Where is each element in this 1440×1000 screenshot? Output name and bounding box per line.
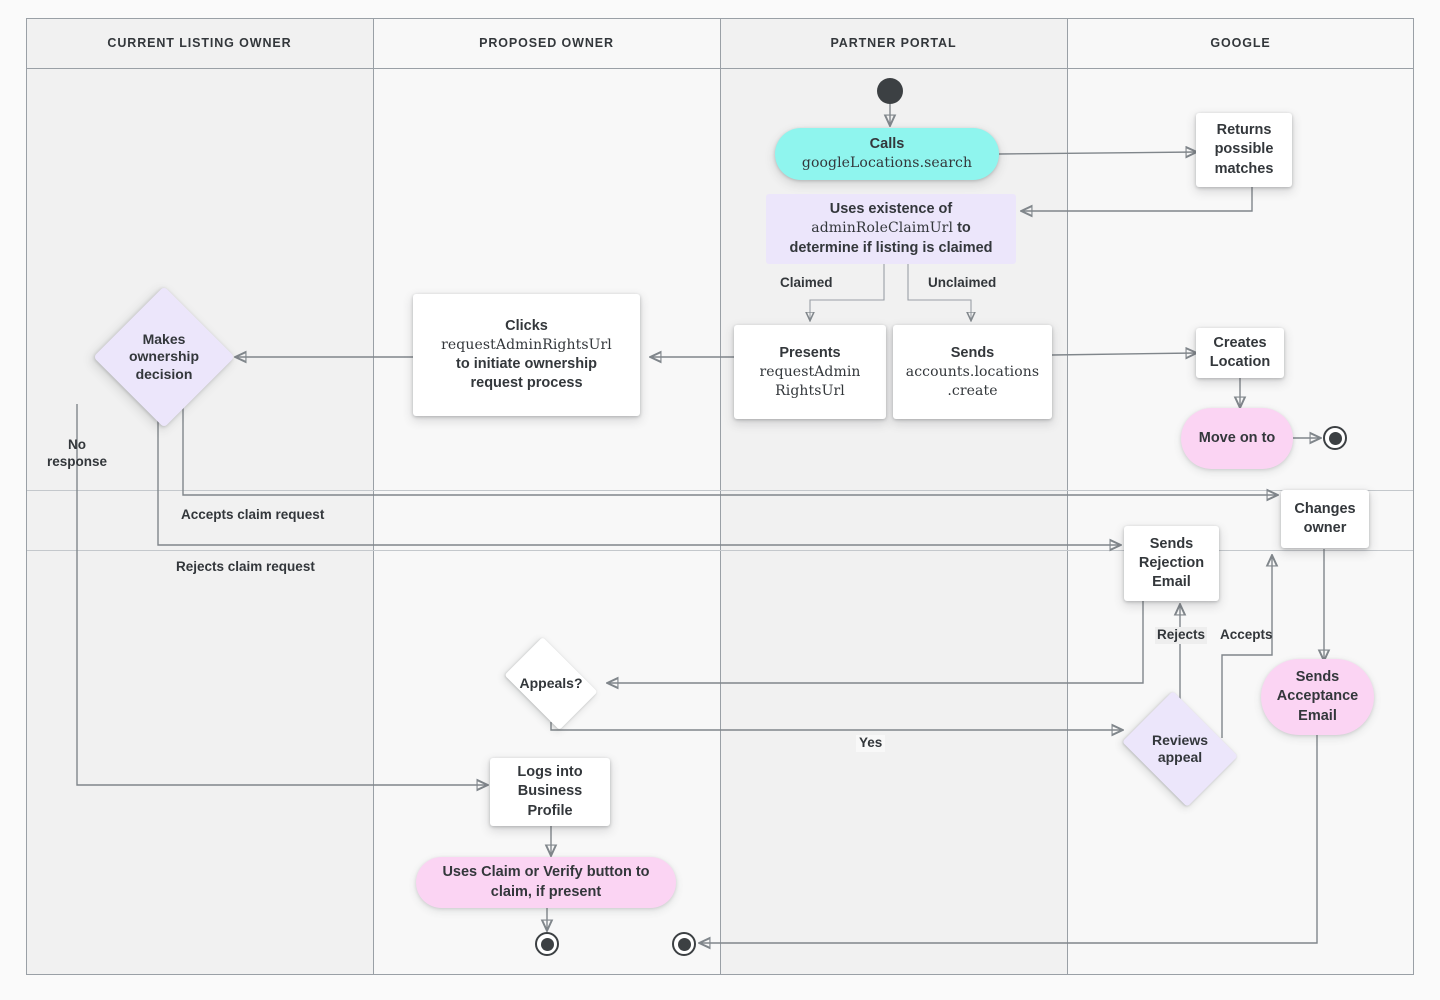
lane-current-listing-owner <box>26 18 373 975</box>
node-line-2: googleLocations.search <box>801 155 973 172</box>
node-uses-existence-adminroleclaimurl[interactable]: Uses existence of adminRoleClaimUrl to d… <box>766 194 1016 264</box>
node-uses-claim-or-verify-button[interactable]: Uses Claim or Verify button to claim, if… <box>416 857 676 908</box>
node-move-on-to[interactable]: Move on to <box>1181 408 1293 469</box>
node-clicks-requestadminrightsurl[interactable]: Clicks requestAdminRightsUrl to initiate… <box>413 294 640 416</box>
edge-label-no-response: No response <box>46 437 108 469</box>
lane-divider-3 <box>1067 18 1068 975</box>
lane-divider-2 <box>720 18 721 975</box>
lane-label: PARTNER PORTAL <box>830 36 957 50</box>
edge-label-accepts: Accepts <box>1220 627 1273 642</box>
node-makes-ownership-decision[interactable]: Makes ownership decision <box>93 286 235 428</box>
edge-label-rejects-claim-request: Rejects claim request <box>176 559 315 574</box>
lane-header-google: GOOGLE <box>1067 18 1414 68</box>
node-line-2: requestAdminRightsUrl <box>441 337 612 354</box>
lane-label: CURRENT LISTING OWNER <box>107 36 292 50</box>
row-divider-2 <box>26 550 1414 551</box>
node-line-3: to initiate ownership <box>456 355 597 372</box>
lane-header-divider <box>26 68 1414 69</box>
node-label: Sends Acceptance Email <box>1276 669 1359 724</box>
node-label: Logs into Business Profile <box>517 764 583 819</box>
node-changes-owner[interactable]: Changes owner <box>1281 490 1369 548</box>
node-line-1: Uses existence of <box>829 201 953 218</box>
node-label: Changes owner <box>1294 500 1356 536</box>
end-dot-icon <box>535 932 559 956</box>
node-line-4: request process <box>470 374 583 391</box>
lane-header-partner-portal: PARTNER PORTAL <box>720 18 1067 68</box>
node-line-1: Presents <box>779 344 841 361</box>
start-dot-icon <box>877 78 903 104</box>
node-sends-accounts-locations-create[interactable]: Sends accounts.locations .create <box>893 325 1052 419</box>
node-calls-googlelocations-search[interactable]: Calls googleLocations.search <box>775 128 999 180</box>
lane-label: GOOGLE <box>1210 36 1271 50</box>
row-divider-1 <box>26 490 1414 491</box>
edge-label-yes: Yes <box>856 735 886 752</box>
edge-label-unclaimed: Unclaimed <box>928 275 997 290</box>
node-label: Makes ownership decision <box>128 330 199 382</box>
end-dot-icon <box>1323 426 1347 450</box>
node-label: Creates Location <box>1209 334 1271 370</box>
node-line-1: Sends <box>950 344 995 361</box>
node-sends-rejection-email[interactable]: Sends Rejection Email <box>1124 526 1219 601</box>
start-node-partner-portal <box>877 78 903 104</box>
end-node-partner-portal <box>672 932 696 956</box>
end-dot-icon <box>672 932 696 956</box>
node-line-2-wrap: adminRoleClaimUrl to <box>789 219 992 238</box>
node-line-4: determine if listing is claimed <box>789 239 993 256</box>
end-node-google <box>1323 426 1347 450</box>
node-line-1: Calls <box>869 136 905 153</box>
node-line-3: RightsUrl <box>775 382 845 399</box>
node-line-2: adminRoleClaimUrl <box>811 220 954 237</box>
lane-header-current-listing-owner: CURRENT LISTING OWNER <box>26 18 373 68</box>
node-line-2: requestAdmin <box>759 364 861 381</box>
end-node-proposed-owner <box>535 932 559 956</box>
node-line-1: Clicks <box>505 317 548 334</box>
node-sends-acceptance-email[interactable]: Sends Acceptance Email <box>1261 659 1374 735</box>
node-label: Move on to <box>1198 429 1276 446</box>
node-presents-requestadminrightsurl[interactable]: Presents requestAdmin RightsUrl <box>734 325 886 419</box>
node-line-2: accounts.locations <box>905 364 1040 381</box>
node-label: Returns possible matches <box>1214 122 1274 177</box>
node-reviews-appeal[interactable]: Reviews appeal <box>1121 691 1239 807</box>
lane-label: PROPOSED OWNER <box>479 36 614 50</box>
edge-label-claimed: Claimed <box>780 275 833 290</box>
node-line-3: .create <box>947 382 998 399</box>
lane-proposed-owner <box>373 18 720 975</box>
node-appeals-decision[interactable]: Appeals? <box>497 636 605 731</box>
node-label: Uses Claim or Verify button to claim, if… <box>442 864 650 900</box>
node-creates-location[interactable]: Creates Location <box>1196 328 1284 378</box>
lane-divider-1 <box>373 18 374 975</box>
node-logs-into-business-profile[interactable]: Logs into Business Profile <box>490 758 610 826</box>
node-label: Appeals? <box>519 674 583 691</box>
edge-label-rejects: Rejects <box>1155 627 1208 644</box>
node-line-3: to <box>957 220 971 237</box>
edge-label-accepts-claim-request: Accepts claim request <box>181 507 325 522</box>
node-label: Reviews appeal <box>1151 731 1209 766</box>
node-returns-possible-matches[interactable]: Returns possible matches <box>1196 113 1292 187</box>
node-label: Sends Rejection Email <box>1138 535 1205 591</box>
lane-header-proposed-owner: PROPOSED OWNER <box>373 18 720 68</box>
